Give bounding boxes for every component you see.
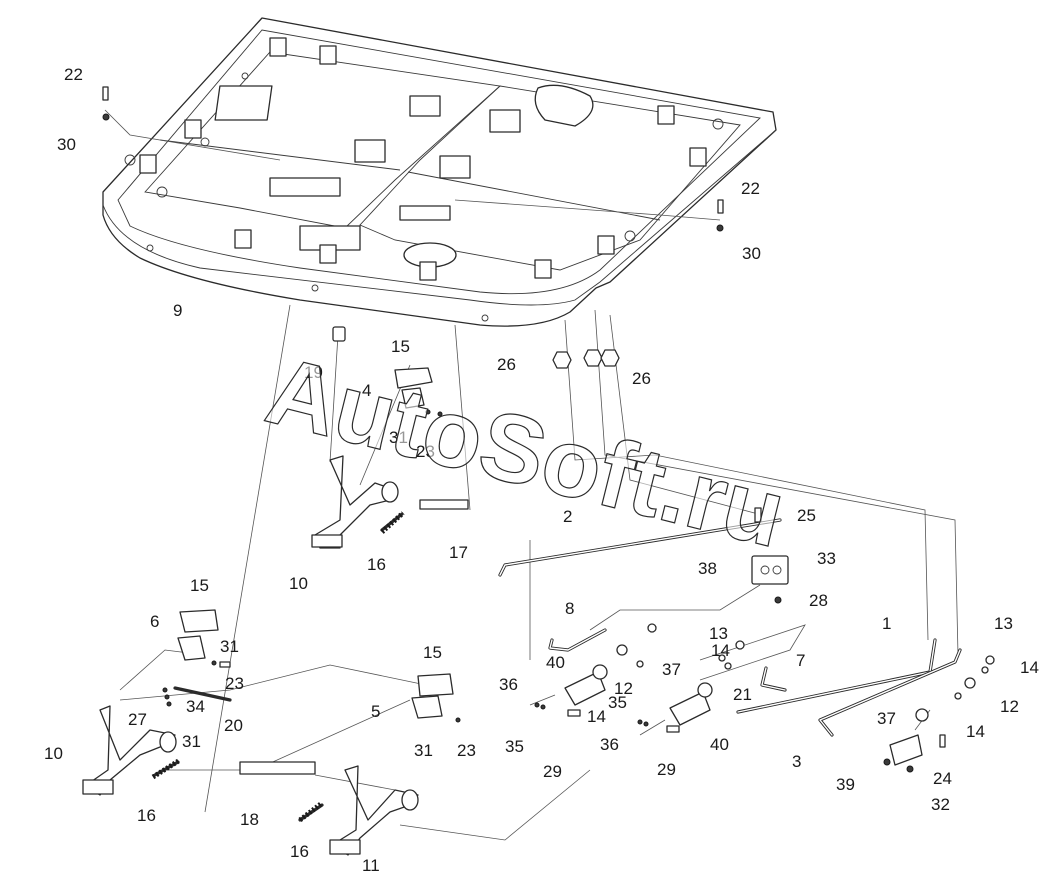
- callout-label: 29: [543, 762, 562, 781]
- callout-label: 10: [44, 744, 63, 763]
- callout-label: 40: [546, 653, 565, 672]
- callout-label: 26: [632, 369, 651, 388]
- callout-label: 17: [449, 543, 468, 562]
- callout-label: 32: [931, 795, 950, 814]
- callout-label: 8: [565, 599, 574, 618]
- callout-label: 10: [289, 574, 308, 593]
- callout-label: 26: [497, 355, 516, 374]
- callout-label: 14: [587, 707, 606, 726]
- callout-label: 39: [836, 775, 855, 794]
- callout-label: 9: [173, 301, 182, 320]
- callout-label: 25: [797, 506, 816, 525]
- callout-label: 2: [563, 507, 572, 526]
- callout-label: 22: [64, 65, 83, 84]
- callout-label: 14: [966, 722, 985, 741]
- callout-label: 34: [186, 697, 205, 716]
- callout-label: 13: [709, 624, 728, 643]
- callout-label: 33: [817, 549, 836, 568]
- callout-label: 22: [741, 179, 760, 198]
- callout-label: 31: [414, 741, 433, 760]
- callout-label: 14: [1020, 658, 1039, 677]
- callout-label: 15: [190, 576, 209, 595]
- callout-label: 4: [362, 381, 371, 400]
- callout-label: 35: [505, 737, 524, 756]
- callout-label: 1: [882, 614, 891, 633]
- callout-label: 40: [710, 735, 729, 754]
- callout-label: 6: [150, 612, 159, 631]
- callout-label: 28: [809, 591, 828, 610]
- callout-label: 15: [391, 337, 410, 356]
- callout-label: 23: [416, 442, 435, 461]
- callout-label: 19: [304, 363, 323, 382]
- callout-label: 36: [499, 675, 518, 694]
- callout-label: 23: [225, 674, 244, 693]
- callout-label: 38: [698, 559, 717, 578]
- callout-label: 7: [796, 651, 805, 670]
- floor-plate: [102, 17, 777, 327]
- callout-label: 16: [290, 842, 309, 861]
- callout-label: 15: [423, 643, 442, 662]
- callout-label: 16: [367, 555, 386, 574]
- pedal-upper: [311, 455, 469, 549]
- callout-label: 20: [224, 716, 243, 735]
- callout-label: 13: [994, 614, 1013, 633]
- callout-label: 12: [614, 679, 633, 698]
- fasteners: [102, 86, 946, 773]
- callout-label: 23: [457, 741, 476, 760]
- callout-label: 21: [733, 685, 752, 704]
- callout-label: 31: [220, 637, 239, 656]
- callout-label: 29: [657, 760, 676, 779]
- callout-label: 16: [137, 806, 156, 825]
- callout-label: 27: [128, 710, 147, 729]
- pedal-right: [298, 765, 419, 856]
- callout-label: 35: [608, 693, 627, 712]
- callout-label: 31: [182, 732, 201, 751]
- callout-label: 18: [240, 810, 259, 829]
- cylinders: [564, 555, 995, 766]
- callout-label: 36: [600, 735, 619, 754]
- callout-label: 31: [389, 428, 408, 447]
- callout-label: 24: [933, 769, 952, 788]
- callout-label: 12: [1000, 697, 1019, 716]
- callout-label: 37: [877, 709, 896, 728]
- callout-label: 11: [362, 856, 380, 875]
- pads: [173, 367, 454, 719]
- callout-label: 37: [662, 660, 681, 679]
- callout-label: 3: [792, 752, 801, 771]
- callout-label: 30: [742, 244, 761, 263]
- callout-label: 30: [57, 135, 76, 154]
- springs: [151, 511, 405, 822]
- tubes: [498, 518, 962, 737]
- callout-label: 14: [711, 641, 730, 660]
- callout-label: 5: [371, 702, 380, 721]
